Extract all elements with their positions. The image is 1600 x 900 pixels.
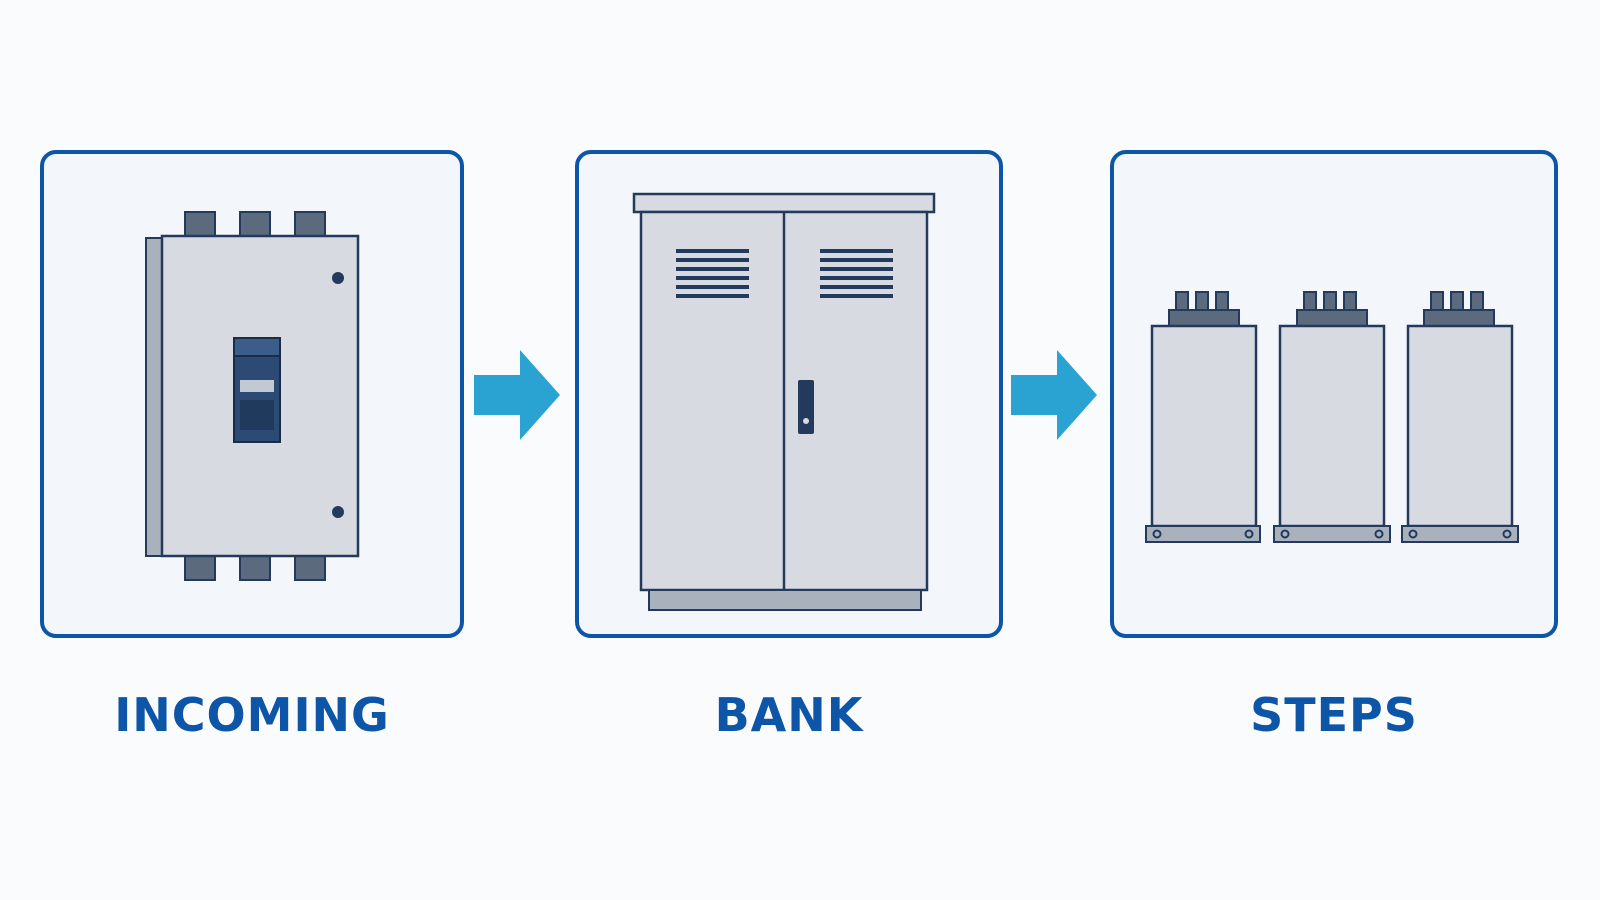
capacitor-unit — [1401, 291, 1519, 543]
capacitor-units-icon — [1145, 291, 1519, 543]
capacitor-unit — [1273, 291, 1391, 543]
stage-label-bank: BANK — [714, 688, 864, 742]
stage-panel-bank — [575, 150, 1003, 638]
circuit-breaker-icon — [145, 211, 360, 581]
stage-panel-steps — [1110, 150, 1558, 638]
flow-arrow-icon — [1011, 350, 1097, 440]
capacitor-unit — [1145, 291, 1261, 543]
flow-arrow-icon — [474, 350, 560, 440]
stage-panel-incoming — [40, 150, 464, 638]
cabinet-icon — [632, 192, 936, 611]
stage-label-incoming: INCOMING — [114, 688, 390, 742]
stage-label-steps: STEPS — [1250, 688, 1418, 742]
